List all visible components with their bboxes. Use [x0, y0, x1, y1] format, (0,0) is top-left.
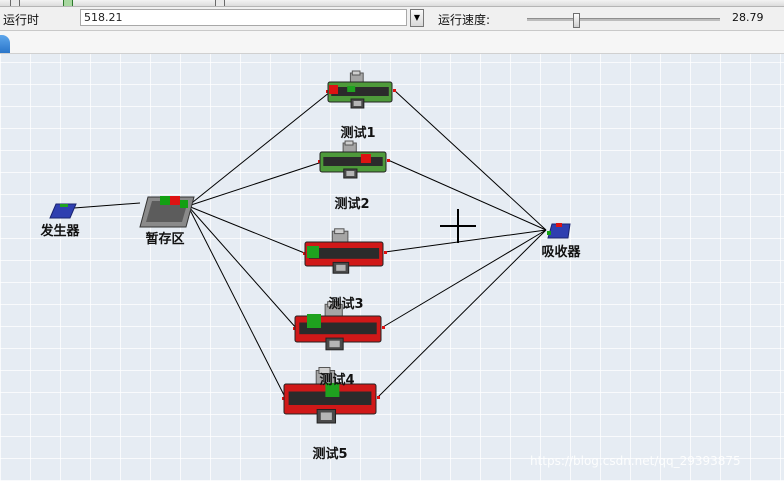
speed-slider-thumb[interactable] — [573, 13, 581, 28]
source-object[interactable] — [49, 203, 77, 219]
label-test4: 测试4 — [319, 372, 354, 388]
menu-bar — [0, 0, 784, 7]
runtime-field[interactable]: 518.21 — [80, 9, 407, 26]
label-sink: 吸收器 — [541, 244, 581, 260]
view-tab-strip — [0, 31, 784, 54]
label-source: 发生器 — [39, 223, 80, 239]
chevron-down-icon: ▼ — [413, 13, 421, 22]
processor-test4[interactable] — [294, 301, 382, 351]
processor-test3[interactable] — [304, 228, 384, 274]
run-control-toolbar: 运行时 518.21 ▼ 运行速度: 28.79 — [0, 7, 784, 31]
processor-test5[interactable] — [283, 367, 377, 424]
queue-object[interactable] — [139, 196, 195, 228]
runtime-dropdown-button[interactable]: ▼ — [410, 9, 424, 27]
speed-label: 运行速度: — [438, 13, 491, 27]
menu-edge-icon[interactable] — [10, 0, 20, 6]
mouse-cross-cursor — [440, 209, 476, 243]
processor-test1[interactable] — [327, 70, 393, 109]
runtime-label: 运行时 — [3, 13, 40, 27]
model-3d-view[interactable]: 发生器暂存区吸收器 测试1 测试2 测试3 测试4 测试5 https://blog.cs… — [0, 54, 784, 481]
sink-object[interactable] — [547, 223, 571, 239]
label-test2: 测试2 — [334, 196, 369, 212]
speed-slider[interactable] — [527, 13, 720, 28]
label-test3: 测试3 — [328, 296, 363, 312]
speed-value: 28.79 — [732, 11, 764, 24]
model-view-tab[interactable] — [0, 35, 10, 53]
view-icon[interactable] — [215, 0, 225, 6]
processor-test2[interactable] — [319, 140, 387, 179]
watermark: https://blog.csdn.net/qq_29393875 — [530, 454, 741, 468]
label-test1: 测试1 — [340, 125, 375, 141]
label-test5: 测试5 — [312, 446, 347, 462]
model-icon[interactable] — [63, 0, 73, 6]
label-queue: 暂存区 — [145, 231, 184, 247]
